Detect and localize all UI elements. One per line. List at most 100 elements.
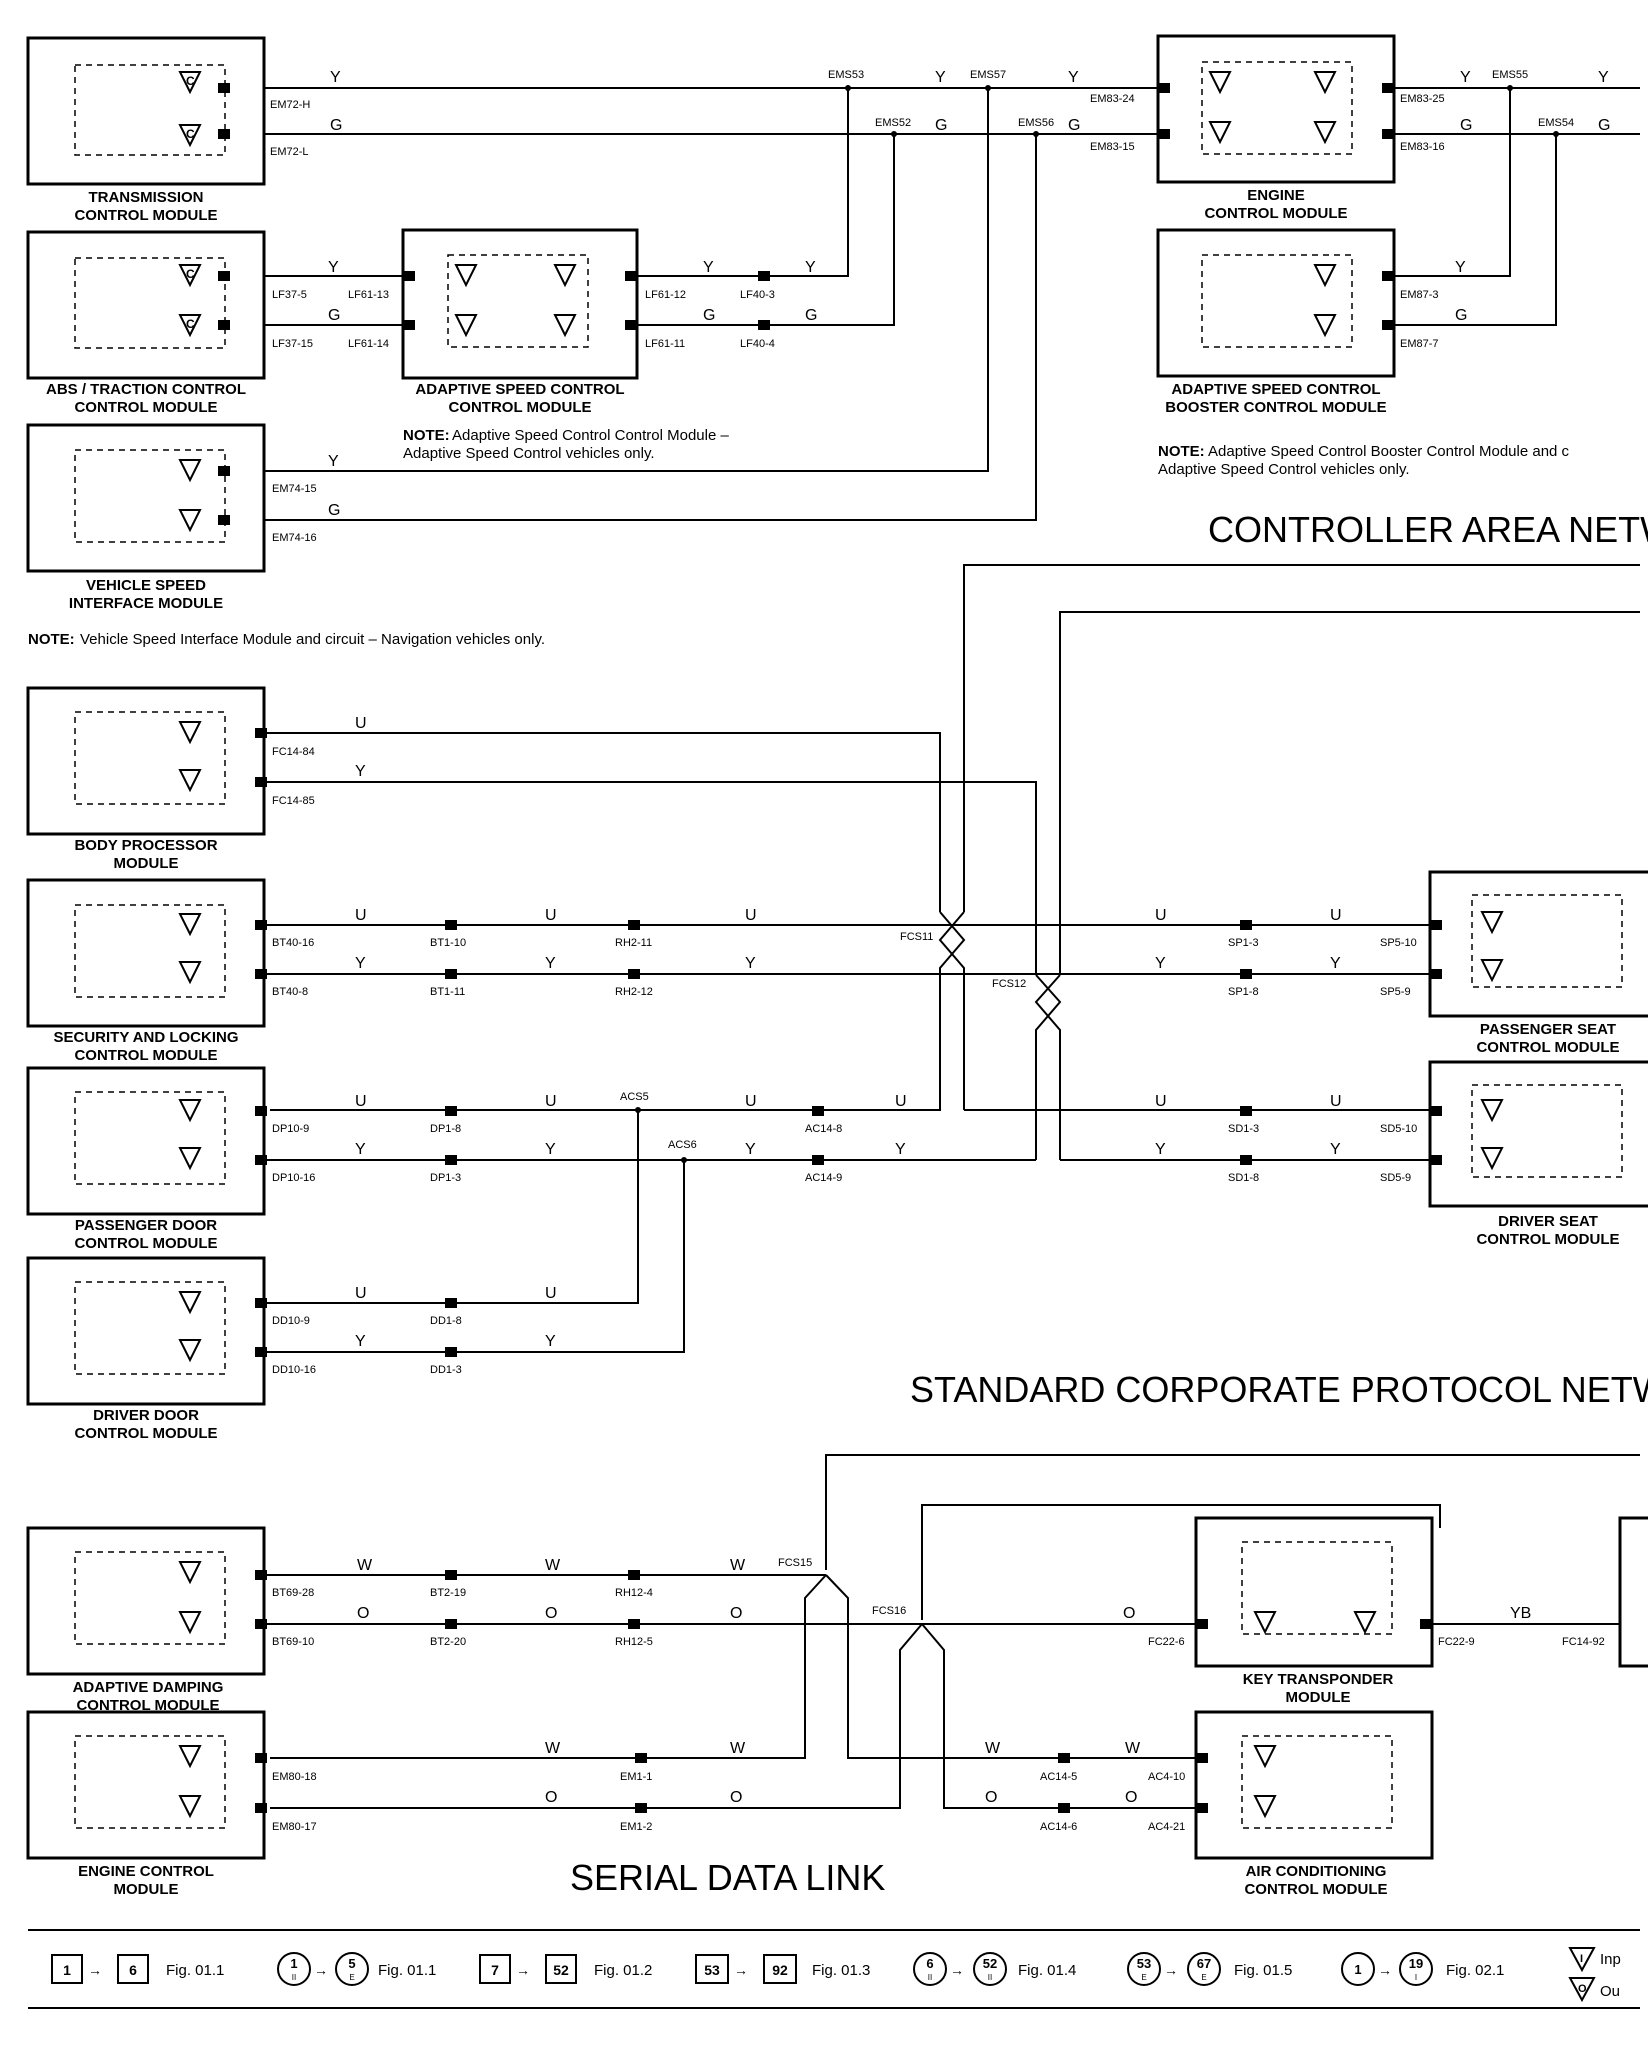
svg-text:RH2-11: RH2-11 <box>615 937 652 949</box>
svg-text:EM83-15: EM83-15 <box>1090 141 1135 153</box>
svg-text:FC14-85: FC14-85 <box>272 795 315 807</box>
svg-text:DD1-3: DD1-3 <box>430 1364 462 1376</box>
svg-text:KEY TRANSPONDER: KEY TRANSPONDER <box>1243 1671 1394 1688</box>
svg-text:Adaptive Speed Control vehicle: Adaptive Speed Control vehicles only. <box>1158 461 1410 478</box>
svg-text:1: 1 <box>290 1956 297 1971</box>
scp-network-title: STANDARD CORPORATE PROTOCOL NETW <box>910 1369 1648 1410</box>
svg-text:Y: Y <box>355 1333 366 1350</box>
sdl-network-title: SERIAL DATA LINK <box>570 1857 885 1898</box>
svg-text:Y: Y <box>745 955 756 972</box>
svg-text:CONTROL MODULE: CONTROL MODULE <box>448 399 591 416</box>
svg-text:→: → <box>734 1962 748 1978</box>
svg-text:RH2-12: RH2-12 <box>615 986 653 998</box>
svg-text:Adaptive Speed Control Booster: Adaptive Speed Control Booster Control M… <box>1208 443 1570 460</box>
svg-text:W: W <box>357 1557 373 1574</box>
svg-text:Y: Y <box>328 453 339 470</box>
svg-text:BT2-20: BT2-20 <box>430 1636 466 1648</box>
module-key-transponder: KEY TRANSPONDER MODULE <box>1194 1516 1434 1706</box>
svg-text:DD10-16: DD10-16 <box>272 1364 316 1376</box>
svg-text:E: E <box>1201 1973 1206 1982</box>
svg-text:EM74-16: EM74-16 <box>272 532 317 544</box>
can-network-title: CONTROLLER AREA NETW <box>1208 509 1648 550</box>
svg-text:U: U <box>355 1093 367 1110</box>
svg-text:AC4-10: AC4-10 <box>1148 1771 1185 1783</box>
svg-text:FCS15: FCS15 <box>778 1557 812 1569</box>
module-adaptive-speed-control: ADAPTIVE SPEED CONTROL CONTROL MODULE <box>401 228 639 416</box>
svg-text:ADAPTIVE DAMPING: ADAPTIVE DAMPING <box>73 1679 224 1696</box>
svg-text:G: G <box>330 117 342 134</box>
svg-text:AC4-21: AC4-21 <box>1148 1821 1185 1833</box>
svg-text:EMS56: EMS56 <box>1018 117 1054 129</box>
svg-text:ABS / TRACTION CONTROL: ABS / TRACTION CONTROL <box>46 381 246 398</box>
svg-text:Fig. 01.5: Fig. 01.5 <box>1234 1962 1292 1979</box>
svg-text:→: → <box>1164 1962 1178 1978</box>
svg-text:Y: Y <box>545 955 556 972</box>
svg-text:6: 6 <box>926 1956 933 1971</box>
svg-text:I: I <box>1580 1953 1583 1965</box>
svg-text:DP10-16: DP10-16 <box>272 1172 315 1184</box>
svg-text:O: O <box>1125 1789 1137 1806</box>
svg-text:O: O <box>730 1789 742 1806</box>
svg-text:EM87-3: EM87-3 <box>1400 289 1439 301</box>
svg-text:→: → <box>88 1962 102 1978</box>
svg-text:C: C <box>186 74 195 88</box>
svg-text:Fig. 01.4: Fig. 01.4 <box>1018 1962 1076 1979</box>
svg-text:EM72-L: EM72-L <box>270 146 309 158</box>
svg-text:FC22-6: FC22-6 <box>1148 1636 1185 1648</box>
svg-text:W: W <box>985 1740 1001 1757</box>
svg-text:U: U <box>355 715 367 732</box>
svg-text:RH12-4: RH12-4 <box>615 1587 653 1599</box>
svg-text:INTERFACE MODULE: INTERFACE MODULE <box>69 595 223 612</box>
svg-text:MODULE: MODULE <box>114 855 179 872</box>
svg-text:92: 92 <box>772 1962 788 1978</box>
svg-text:PASSENGER SEAT: PASSENGER SEAT <box>1480 1021 1616 1038</box>
svg-text:→: → <box>950 1962 964 1978</box>
svg-text:AIR CONDITIONING: AIR CONDITIONING <box>1246 1863 1387 1880</box>
svg-text:U: U <box>1330 907 1342 924</box>
svg-text:AC14-5: AC14-5 <box>1040 1771 1077 1783</box>
svg-text:U: U <box>1330 1093 1342 1110</box>
svg-text:MODULE: MODULE <box>114 1881 179 1898</box>
svg-text:Y: Y <box>545 1141 556 1158</box>
svg-text:NOTE:: NOTE: <box>403 427 450 444</box>
module-engine-control-sdl: ENGINE CONTROL MODULE <box>26 1710 267 1898</box>
svg-text:EM83-24: EM83-24 <box>1090 93 1135 105</box>
svg-text:EM1-2: EM1-2 <box>620 1821 652 1833</box>
svg-text:G: G <box>703 307 715 324</box>
svg-text:SP1-8: SP1-8 <box>1228 986 1259 998</box>
svg-text:Y: Y <box>895 1141 906 1158</box>
svg-text:Ou: Ou <box>1600 1983 1620 2000</box>
svg-text:Y: Y <box>703 259 714 276</box>
svg-text:7: 7 <box>491 1962 499 1978</box>
svg-text:EM83-16: EM83-16 <box>1400 141 1445 153</box>
svg-text:Adaptive Speed Control Control: Adaptive Speed Control Control Module – <box>452 427 729 444</box>
svg-text:Inp: Inp <box>1600 1951 1621 1968</box>
svg-text:LF40-3: LF40-3 <box>740 289 775 301</box>
svg-text:BT1-10: BT1-10 <box>430 937 466 949</box>
svg-text:Y: Y <box>1330 955 1341 972</box>
svg-text:DRIVER DOOR: DRIVER DOOR <box>93 1407 199 1424</box>
svg-text:BT69-10: BT69-10 <box>272 1636 314 1648</box>
svg-text:AC14-8: AC14-8 <box>805 1123 842 1135</box>
module-passenger-seat: PASSENGER SEAT CONTROL MODULE <box>1428 870 1648 1056</box>
svg-text:EM87-7: EM87-7 <box>1400 338 1439 350</box>
svg-text:Y: Y <box>935 69 946 86</box>
svg-text:O: O <box>545 1605 557 1622</box>
svg-text:SD5-10: SD5-10 <box>1380 1123 1417 1135</box>
svg-text:PASSENGER DOOR: PASSENGER DOOR <box>75 1217 217 1234</box>
svg-text:O: O <box>357 1605 369 1622</box>
svg-text:BT1-11: BT1-11 <box>430 986 465 998</box>
svg-text:NOTE:: NOTE: <box>1158 443 1205 460</box>
svg-text:Y: Y <box>1068 69 1079 86</box>
svg-text:Y: Y <box>1155 1141 1166 1158</box>
svg-text:BT40-16: BT40-16 <box>272 937 314 949</box>
svg-text:O: O <box>985 1789 997 1806</box>
svg-text:Fig. 01.1: Fig. 01.1 <box>166 1962 224 1979</box>
svg-text:BOOSTER CONTROL MODULE: BOOSTER CONTROL MODULE <box>1165 399 1386 416</box>
svg-text:→: → <box>1378 1962 1392 1978</box>
svg-text:NOTE:: NOTE: <box>28 631 75 648</box>
svg-text:EM72-H: EM72-H <box>270 99 310 111</box>
svg-text:LF61-12: LF61-12 <box>645 289 686 301</box>
svg-text:AC14-9: AC14-9 <box>805 1172 842 1184</box>
